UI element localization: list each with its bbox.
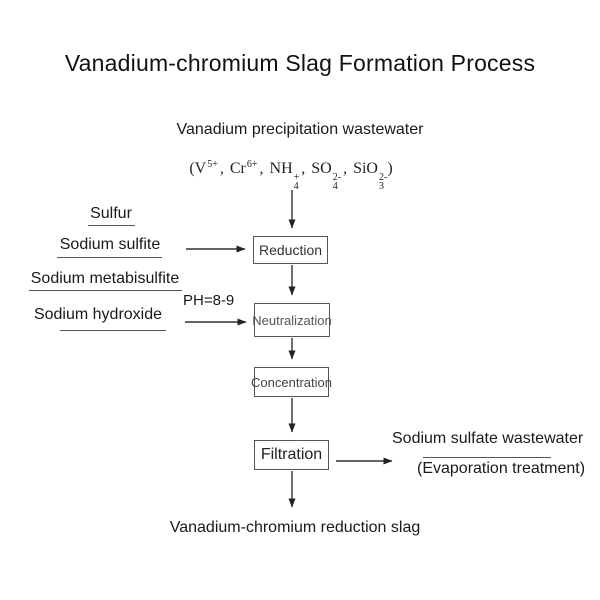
- ion-base: Cr: [229, 160, 246, 177]
- ion-ammonium: NH+4: [269, 160, 300, 192]
- underline-sodium-hydroxide: [60, 330, 166, 331]
- step-box-neutralization: Neutralization: [252, 303, 332, 337]
- underline-sodium-metabisulfite: [29, 290, 182, 291]
- underline-byproduct: [423, 457, 551, 458]
- ion-base: SiO: [353, 160, 378, 177]
- diagram-title: Vanadium-chromium Slag Formation Process: [64, 50, 536, 76]
- ion-base: SO: [311, 160, 332, 177]
- ion-subsup: +4: [293, 172, 300, 192]
- source-label: Vanadium precipitation wastewater: [176, 121, 424, 138]
- ion-count: 4: [332, 181, 338, 192]
- paren-close: ): [387, 160, 393, 177]
- ion-count: 4: [293, 181, 299, 192]
- ion-subsup: 2-3: [378, 172, 388, 192]
- reagent-label-sodium-sulfite: Sodium sulfite: [59, 236, 161, 253]
- step-box-reduction: Reduction: [253, 236, 328, 264]
- underline-sulfur: [88, 225, 135, 226]
- step-box-filtration: Filtration: [254, 440, 329, 470]
- ion-base: V: [194, 160, 207, 177]
- enum-comma-icon: ,: [259, 160, 264, 177]
- reagent-label-sodium-metabisulfite: Sodium metabisulfite: [30, 270, 180, 287]
- ion-base: NH: [269, 160, 293, 177]
- step-box-concentration: Concentration: [251, 367, 332, 397]
- enum-comma-icon: ,: [343, 160, 348, 177]
- ion-charge: 2-: [378, 172, 388, 183]
- ion-charge: 5+: [207, 159, 218, 170]
- reagent-label-sodium-hydroxide: Sodium hydroxide: [33, 306, 163, 323]
- byproduct-treatment-label: (Evaporation treatment): [417, 460, 586, 477]
- reagent-label-sulfur: Sulfur: [90, 205, 132, 222]
- enum-comma-icon: ,: [219, 160, 224, 177]
- ion-charge: +: [293, 172, 300, 183]
- ion-count: 3: [378, 181, 384, 192]
- output-label: Vanadium-chromium reduction slag: [169, 519, 421, 536]
- byproduct-label: Sodium sulfate wastewater: [392, 430, 584, 447]
- underline-sodium-sulfite: [57, 257, 162, 258]
- ph-condition-label: PH=8-9: [183, 292, 235, 309]
- ion-vanadium: V5+: [194, 159, 218, 177]
- ion-chromium: Cr6+: [229, 159, 258, 177]
- ion-charge: 6+: [246, 159, 258, 170]
- ion-charge: 2-: [332, 172, 342, 183]
- paren-open: (: [189, 160, 195, 177]
- enum-comma-icon: ,: [301, 160, 306, 177]
- ion-subsup: 2-4: [332, 172, 342, 192]
